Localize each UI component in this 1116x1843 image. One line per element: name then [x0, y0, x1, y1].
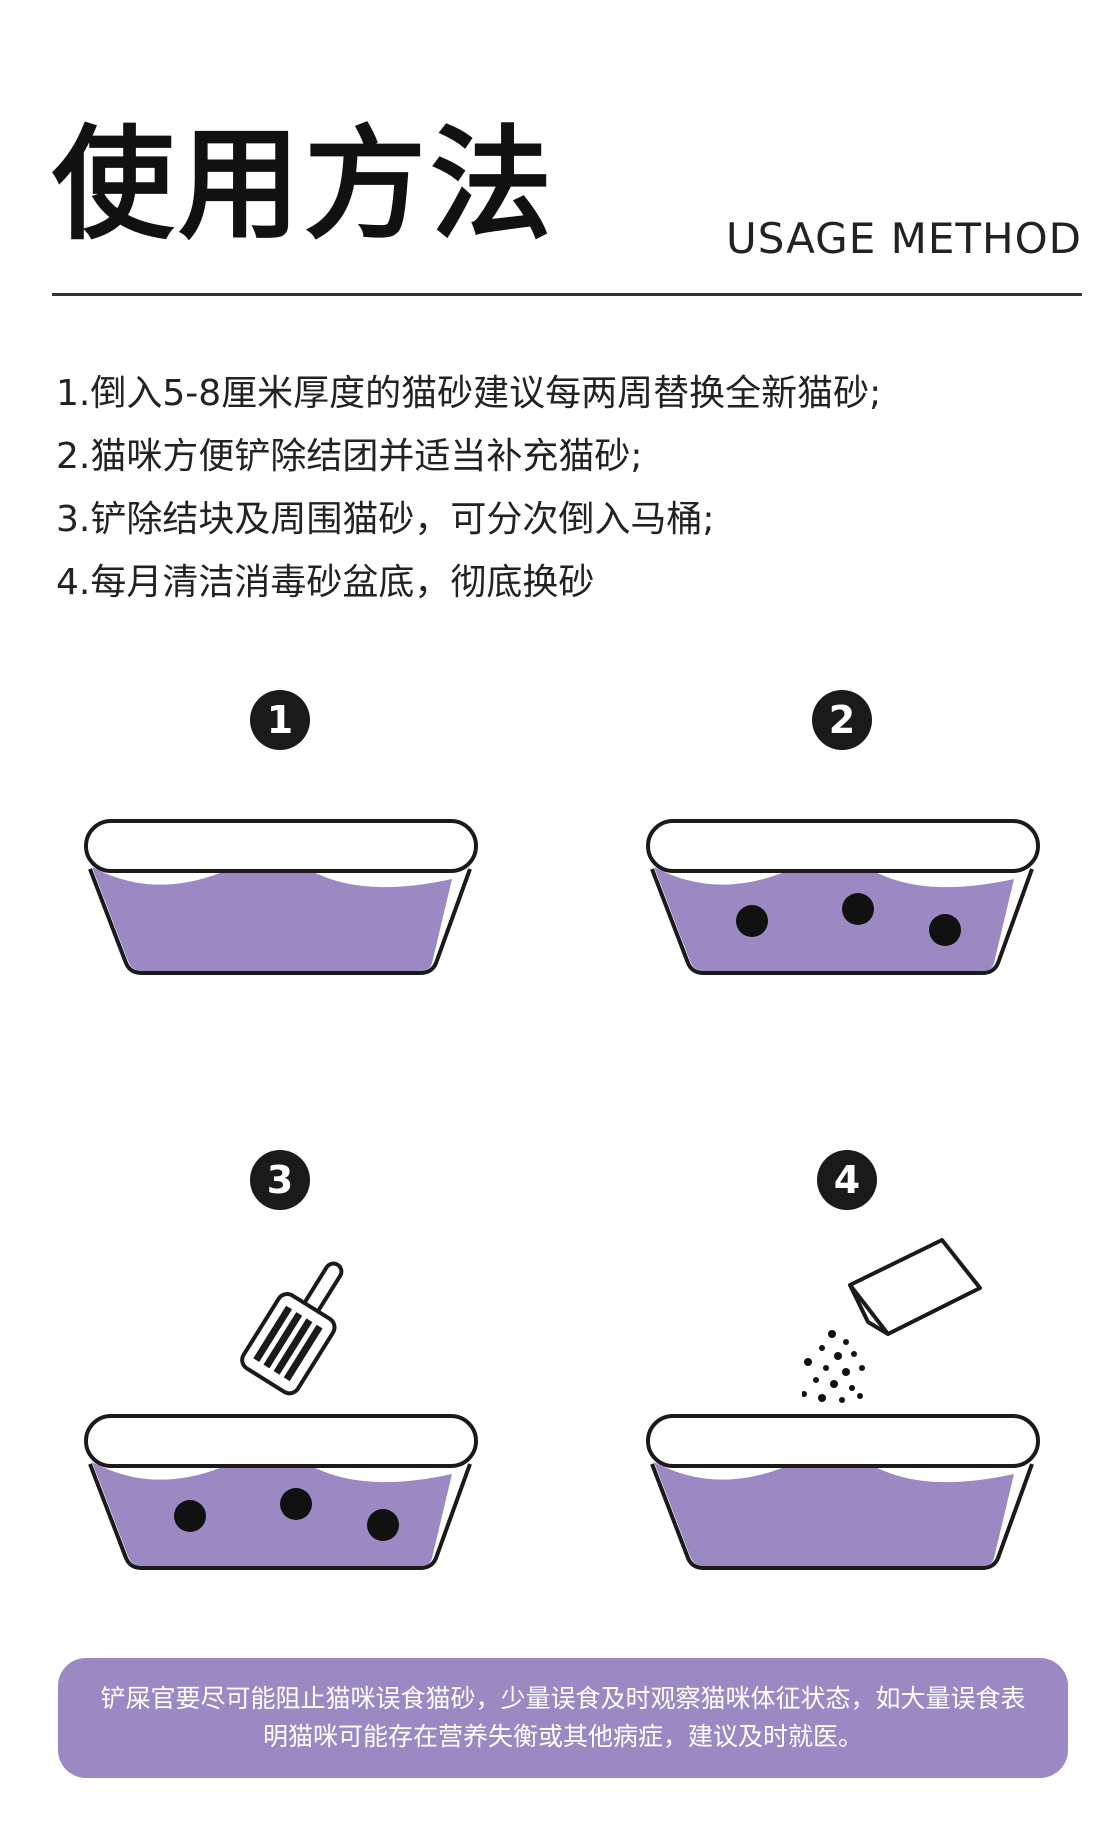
step-badge-4: 4 — [817, 1150, 877, 1210]
scoop-icon — [240, 1261, 344, 1396]
page-title: 使用方法 — [52, 114, 556, 256]
step-badge-3: 3 — [250, 1150, 310, 1210]
step-text-1: 1.倒入5-8厘米厚度的猫砂建议每两周替换全新猫砂; — [56, 373, 882, 414]
litter-box-icon — [646, 1414, 1040, 1570]
step-badge-2: 2 — [812, 690, 872, 750]
step-text-2: 2.猫咪方便铲除结团并适当补充猫砂; — [56, 436, 643, 477]
litter-box-icon — [84, 819, 478, 975]
step-badge-1: 1 — [250, 690, 310, 750]
warning-notice: 铲屎官要尽可能阻止猫咪误食猫砂，少量误食及时观察猫咪体征状态，如大量误食表明猫咪… — [58, 1658, 1068, 1778]
usage-steps-list: 1.倒入5-8厘米厚度的猫砂建议每两周替换全新猫砂; 2.猫咪方便铲除结团并适当… — [56, 362, 881, 614]
step-text-4: 4.每月清洁消毒砂盆底，彻底换砂 — [56, 562, 595, 603]
litter-box-with-clumps-icon — [84, 1414, 478, 1570]
illustration-step-3: 3 — [80, 1150, 480, 1570]
step-text-3: 3.铲除结块及周围猫砂，可分次倒入马桶; — [56, 499, 715, 540]
header-divider — [52, 293, 1082, 296]
page-subtitle: USAGE METHOD — [725, 214, 1082, 263]
warning-notice-text: 铲屎官要尽可能阻止猫咪误食猫砂，少量误食及时观察猫咪体征状态，如大量误食表明猫咪… — [100, 1684, 1026, 1751]
litter-bag-pour-icon — [802, 1238, 982, 1403]
litter-box-with-clumps-icon — [646, 819, 1040, 975]
illustration-step-1: 1 — [80, 690, 480, 990]
illustration-step-2: 2 — [642, 690, 1042, 990]
illustration-step-4: 4 — [642, 1150, 1042, 1570]
